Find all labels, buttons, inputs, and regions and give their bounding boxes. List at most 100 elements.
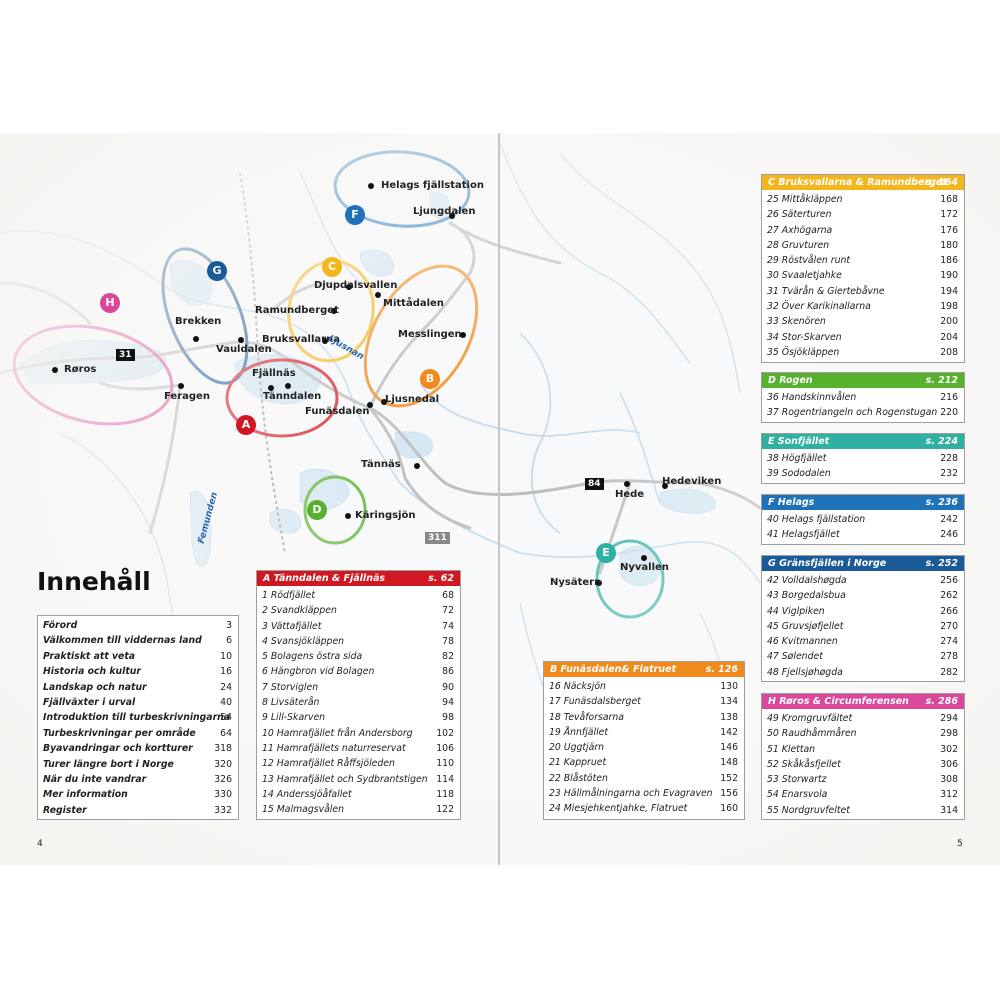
toc-entry-title: När du inte vandrar — [43, 773, 147, 785]
toc-entry-page: 330 — [214, 789, 232, 801]
place-dot — [193, 336, 199, 342]
place-label: Funäsdalen — [305, 406, 370, 417]
route-title: 2 Svandkläppen — [262, 605, 337, 617]
section-title: B Funäsdalen& Flatruet — [550, 664, 677, 675]
route-page: 194 — [940, 285, 958, 297]
area-badge-f: F — [345, 205, 365, 225]
place-label: Tännäs — [361, 459, 401, 470]
route-page: 198 — [940, 301, 958, 313]
route-page: 180 — [940, 239, 958, 251]
route-title: 7 Storviglen — [262, 681, 319, 693]
section-start-page: s. 252 — [925, 558, 958, 569]
route-title: 26 Säterturen — [767, 209, 832, 221]
route-title: 44 Viglpiken — [767, 605, 825, 617]
route-page: 72 — [442, 605, 454, 617]
route-page: 160 — [720, 803, 738, 815]
place-label: Vauldalen — [216, 344, 272, 355]
place-dot — [331, 308, 337, 314]
route-page: 90 — [442, 681, 454, 693]
toc-entry-page: 318 — [214, 743, 232, 755]
toc-entry-page: 3 — [226, 620, 232, 631]
route-title: 12 Hamrafjället Råffsjöleden — [262, 758, 395, 770]
page-number-right: 5 — [957, 839, 963, 849]
toc-entry: Förord 3 — [38, 618, 238, 633]
route-page: 266 — [940, 605, 958, 617]
route-page: 204 — [940, 331, 958, 343]
route-page: 246 — [940, 529, 958, 541]
route-title: 51 Klettan — [767, 743, 816, 755]
area-badge-a: A — [236, 415, 256, 435]
route-title: 50 Raudhåmmåren — [767, 728, 857, 740]
road-number: 84 — [585, 478, 604, 490]
route-title: 42 Volldalshøgda — [767, 575, 847, 586]
toc-entry-page: 320 — [214, 758, 232, 770]
place-dot — [285, 383, 291, 389]
toc-entry-title: Förord — [43, 620, 78, 631]
place-dot — [345, 513, 351, 519]
section-title: C Bruksvallarna & Ramundberget — [768, 177, 947, 188]
route-page: 262 — [940, 590, 958, 602]
route-page: 256 — [940, 575, 958, 586]
route-page: 78 — [442, 635, 454, 647]
route-entry: 30 Svaaletjahke 190 — [762, 268, 964, 283]
toc-entry-page: 24 — [220, 681, 232, 693]
route-title: 55 Nordgruvfeltet — [767, 804, 850, 816]
area-badge-b: B — [420, 369, 440, 389]
place-label: Fjällnäs — [252, 368, 296, 379]
route-title: 1 Rödfjället — [262, 590, 316, 601]
route-title: 21 Kappruet — [549, 757, 607, 769]
toc-entry-title: Turbeskrivningar per område — [43, 727, 196, 739]
route-page: 98 — [442, 712, 454, 724]
route-title: 9 Lill-Skarven — [262, 712, 326, 724]
route-title: 10 Hamrafjället från Andersborg — [262, 727, 413, 739]
route-page: 134 — [720, 696, 738, 708]
route-title: 46 Kvitmannen — [767, 636, 838, 648]
route-title: 6 Hängbron vid Bolagen — [262, 666, 375, 678]
place-dot — [641, 555, 647, 561]
route-title: 24 Miesjehkentjahke, Flatruet — [549, 803, 688, 815]
route-title: 14 Anderssjöåfallet — [262, 788, 352, 800]
route-title: 30 Svaaletjahke — [767, 270, 842, 282]
area-badge-e: E — [596, 543, 616, 563]
area-badge-d: D — [307, 500, 327, 520]
area-badge-h: H — [100, 293, 120, 313]
route-page: 200 — [940, 316, 958, 328]
place-label: Ljungdalen — [413, 206, 476, 217]
route-page: 190 — [940, 270, 958, 282]
toc-entry-page: 54 — [220, 712, 232, 724]
section-start-page: s. 62 — [428, 573, 454, 584]
route-title: 39 Sododalen — [767, 468, 831, 480]
place-dot — [368, 183, 374, 189]
route-title: 29 Röstvålen runt — [767, 255, 851, 267]
place-dot — [238, 337, 244, 343]
place-dot — [375, 292, 381, 298]
place-dot — [178, 383, 184, 389]
route-page: 114 — [436, 773, 454, 785]
section-start-page: s. 236 — [925, 497, 958, 508]
route-page: 82 — [442, 651, 454, 663]
